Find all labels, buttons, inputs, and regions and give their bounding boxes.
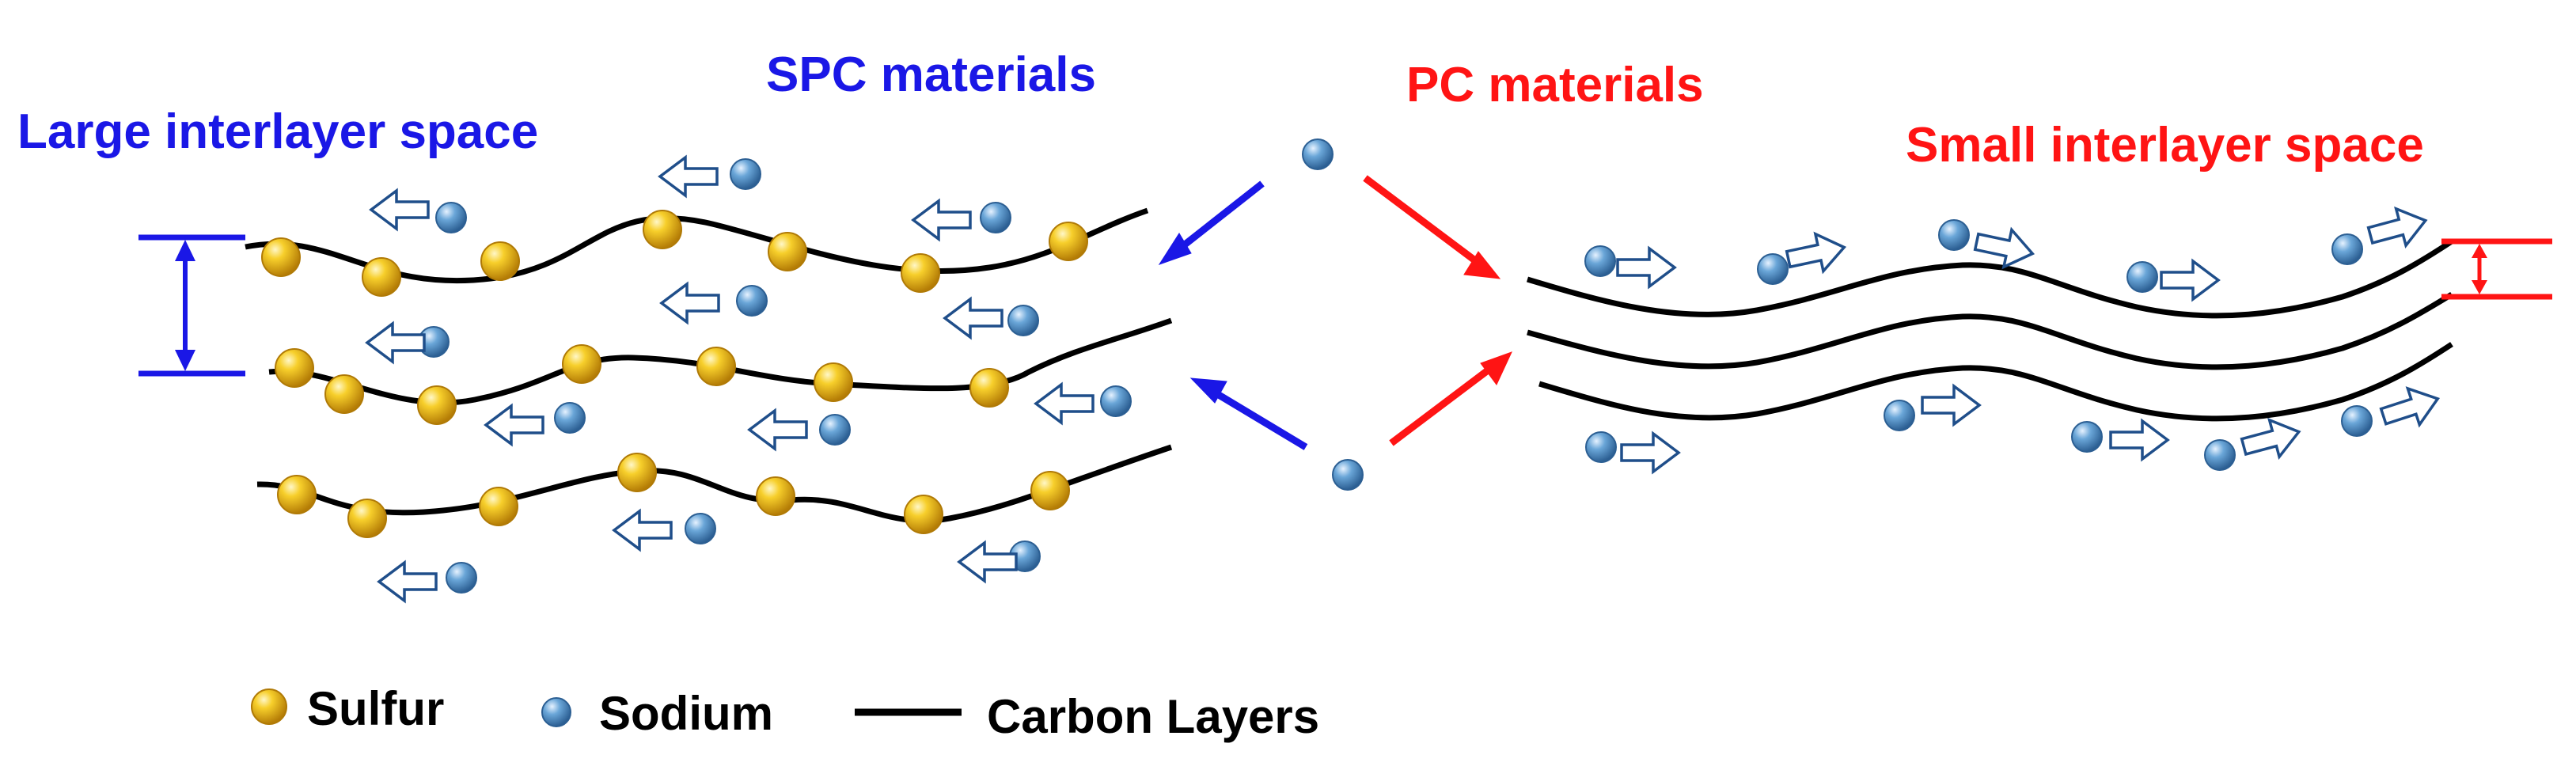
motion-arrow <box>2109 418 2170 462</box>
motion-arrow <box>365 321 426 365</box>
sodium-ion <box>1757 253 1789 285</box>
sulfur-atom <box>562 344 601 384</box>
sodium-ion <box>1332 459 1364 491</box>
sulfur-atom <box>643 210 682 249</box>
sodium-ions <box>418 138 2373 594</box>
sodium-ion <box>1584 245 1616 277</box>
sulfur-atom <box>1030 471 1070 510</box>
motion-arrow <box>747 408 808 452</box>
motion-arrow <box>1620 431 1681 475</box>
motion-arrow <box>943 296 1003 340</box>
sulfur-atoms <box>261 210 1088 538</box>
sulfur-atom <box>696 347 736 386</box>
motion-arrow <box>1616 245 1677 290</box>
motion-arrow <box>484 403 544 447</box>
sodium-ion <box>2331 233 2363 265</box>
sodium-ion <box>1007 305 1039 336</box>
sodium-ion <box>1302 138 1334 170</box>
arrow-sodium-to-pc-1 <box>1363 175 1501 279</box>
small-interlayer-space-marker <box>2441 238 2552 300</box>
sulfur-atom <box>347 499 387 538</box>
sulfur-atom <box>969 368 1009 408</box>
sodium-ion <box>2204 439 2236 471</box>
label-pc-materials: PC materials <box>1406 58 1704 112</box>
sulfur-atom <box>479 487 518 526</box>
sodium-ion <box>730 158 761 190</box>
sulfur-atom <box>417 385 457 425</box>
motion-arrow <box>2160 258 2221 302</box>
sodium-ion <box>819 414 851 446</box>
sulfur-atom <box>277 475 317 514</box>
sodium-ion <box>446 562 477 594</box>
sodium-ion <box>554 402 586 434</box>
sodium-ion <box>980 202 1011 233</box>
legend-sodium-icon <box>541 697 571 727</box>
legend-carbon-layers-label: Carbon Layers <box>987 690 1320 743</box>
motion-arrow <box>369 188 430 232</box>
motion-arrow <box>612 508 673 552</box>
sodium-ion <box>736 285 768 317</box>
pc-carbon-layer-1 <box>1526 239 2453 319</box>
motion-arrow <box>1034 381 1095 426</box>
label-large-interlayer-space: Large interlayer space <box>17 104 539 159</box>
sulfur-atom <box>904 495 943 534</box>
sulfur-atom <box>324 374 364 414</box>
arrow-sodium-to-spc-2 <box>1189 377 1308 450</box>
legend-graphics <box>251 688 962 727</box>
sodium-ion <box>2071 421 2103 453</box>
sulfur-atom <box>480 241 520 281</box>
ion-motion-arrows <box>365 154 2441 604</box>
motion-arrow <box>2366 206 2428 248</box>
sodium-ion <box>2126 261 2158 293</box>
label-spc-materials: SPC materials <box>766 47 1096 102</box>
sulfur-atom <box>261 237 301 277</box>
sulfur-atom <box>814 362 853 402</box>
motion-arrow <box>1973 226 2035 270</box>
legend-sulfur-label: Sulfur <box>307 682 445 735</box>
motion-arrow <box>911 198 972 242</box>
motion-arrow <box>658 154 719 199</box>
sodium-ion <box>435 202 467 233</box>
large-interlayer-space-marker <box>138 234 245 377</box>
sulfur-atom <box>768 232 807 271</box>
motion-arrow <box>1785 231 1847 275</box>
legend-sodium-label: Sodium <box>599 687 773 740</box>
sulfur-atom <box>1049 222 1088 261</box>
arrow-sodium-to-spc-1 <box>1158 180 1265 265</box>
sulfur-atom <box>617 453 657 492</box>
arrow-sodium-to-pc-2 <box>1389 351 1512 446</box>
label-small-interlayer-space: Small interlayer space <box>1906 118 2424 173</box>
spc-carbon-layer-3 <box>256 444 1173 524</box>
sodium-ion <box>1884 400 1915 431</box>
sulfur-atom <box>362 257 401 297</box>
sodium-ion <box>2341 405 2373 437</box>
sodium-ion <box>685 513 716 544</box>
sodium-ion <box>1585 431 1617 463</box>
sulfur-atom <box>756 476 795 516</box>
sulfur-atom <box>901 253 940 293</box>
motion-arrow <box>2379 386 2441 428</box>
sulfur-atom <box>275 348 314 388</box>
motion-arrow <box>659 281 720 325</box>
pc-carbon-layer-3 <box>1538 342 2453 422</box>
pc-carbon-layer-2 <box>1527 292 2453 370</box>
legend-sulfur-icon <box>251 688 287 725</box>
sodium-ion <box>1100 385 1132 417</box>
motion-arrow <box>377 559 438 604</box>
sodium-ion <box>1938 219 1970 251</box>
motion-arrow <box>1921 383 1982 427</box>
motion-arrow <box>2240 417 2301 460</box>
motion-arrow <box>957 540 1018 584</box>
